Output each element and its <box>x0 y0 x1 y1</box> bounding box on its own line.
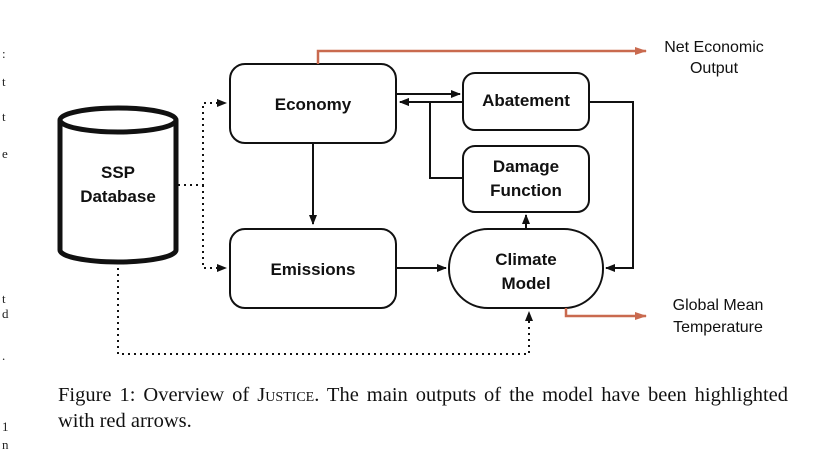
damage-to-economy-arrow <box>399 98 463 179</box>
net-economic-output-label: Net Economic Output <box>664 39 764 77</box>
figure-caption: Figure 1: Overview of Justice. The main … <box>58 382 788 434</box>
abatement-to-climate-arrow <box>589 101 634 272</box>
margin-fragment: : <box>2 46 6 61</box>
global-mean-temperature-line2: Temperature <box>673 319 763 336</box>
climate-model-label-2: Model <box>501 274 550 293</box>
caption-suffix: . The main outputs of the model have bee… <box>58 384 789 432</box>
emissions-node: Emissions <box>229 228 397 309</box>
emissions-label: Emissions <box>270 260 355 279</box>
margin-fragments: : t t e t d . r <box>2 46 9 363</box>
margin-fragment: d <box>2 306 9 321</box>
margin-fragment: t <box>2 291 6 306</box>
ssp-database-label-2: Database <box>80 187 156 206</box>
net-economic-output-line2: Output <box>690 60 739 77</box>
damage-function-label-2: Function <box>490 181 562 200</box>
ssp-database-label-1: SSP <box>101 163 135 182</box>
margin-fragment: n <box>2 437 9 452</box>
caption-prefix: Figure 1: Overview of <box>58 384 258 406</box>
global-mean-temperature-line1: Global Mean <box>673 297 764 314</box>
damage-function-label-1: Damage <box>493 157 559 176</box>
damage-function-node: Damage Function <box>462 145 590 213</box>
climate-model-node: Climate Model <box>448 228 604 309</box>
margin-fragment: t <box>2 74 6 89</box>
global-mean-temperature-arrow <box>564 308 647 320</box>
lower-margin-fragments: 1 n <box>2 418 9 454</box>
global-mean-temperature-label: Global Mean Temperature <box>673 297 764 336</box>
climate-model-label-1: Climate <box>495 250 556 269</box>
abatement-label: Abatement <box>482 91 570 110</box>
economy-label: Economy <box>275 95 352 114</box>
margin-fragment: t <box>2 109 6 124</box>
ssp-data-links <box>117 99 533 355</box>
margin-fragment: . <box>2 348 5 363</box>
caption-name-rest: ustice <box>265 384 315 406</box>
justice-overview-diagram: : t t e t d . r SSP Database Economy Aba… <box>2 39 764 363</box>
margin-fragment: 1 <box>2 419 9 434</box>
net-economic-output-line1: Net Economic <box>664 39 764 56</box>
caption-name-initial: J <box>257 384 266 406</box>
model-flow-arrows <box>309 90 634 272</box>
abatement-node: Abatement <box>462 72 590 131</box>
net-economic-output-arrow <box>316 47 647 64</box>
economy-node: Economy <box>229 63 397 144</box>
output-arrows <box>316 47 647 320</box>
ssp-database-node: SSP Database <box>57 105 179 265</box>
margin-fragment: e <box>2 146 8 161</box>
